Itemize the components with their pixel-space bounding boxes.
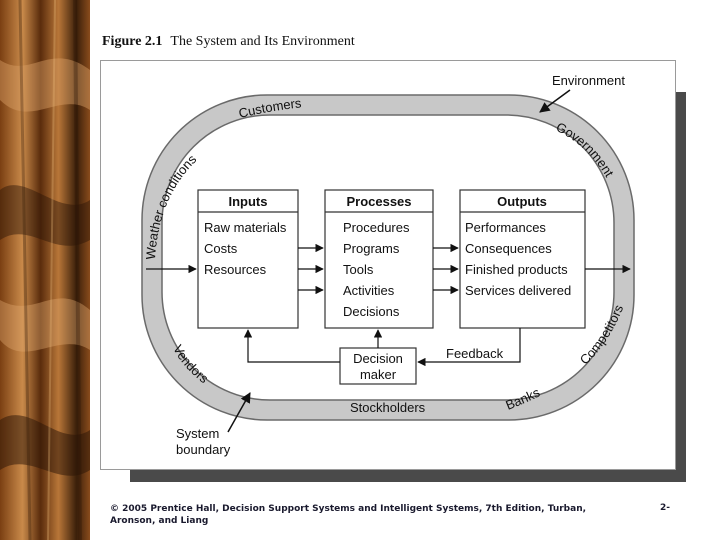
outputs-header: Outputs: [497, 194, 547, 209]
decision-maker-line1: Decision: [353, 351, 403, 366]
outputs-item: Performances: [465, 220, 546, 235]
inputs-box: [197, 189, 299, 329]
figure-number: Figure 2.1: [102, 34, 163, 49]
outputs-item: Finished products: [465, 262, 568, 277]
system-environment-diagram: Customers Weather conditions Government …: [141, 73, 635, 457]
inputs-item: Resources: [204, 262, 267, 277]
figure-title: Figure 2.1 The System and Its Environment: [102, 34, 355, 50]
wood-texture-strip: [0, 0, 90, 540]
decision-to-inputs-line: [243, 329, 340, 363]
label-feedback: Feedback: [446, 346, 504, 361]
inputs-item: Costs: [204, 241, 238, 256]
label-system-boundary-line1: System: [176, 426, 219, 441]
environment-pointer-arrow: [539, 89, 571, 113]
processes-item: Tools: [343, 262, 374, 277]
processes-item: Procedures: [343, 220, 410, 235]
label-environment: Environment: [552, 73, 625, 88]
outputs-box: [459, 189, 586, 329]
outputs-item: Consequences: [465, 241, 552, 256]
feedback-line: [417, 328, 521, 367]
processes-item: Activities: [343, 283, 395, 298]
slide-number: 2-: [660, 503, 670, 513]
processes-box: [324, 189, 434, 329]
system-boundary-pointer-arrow: [227, 392, 251, 433]
inputs-header: Inputs: [229, 194, 268, 209]
inputs-item: Raw materials: [204, 220, 287, 235]
decision-maker-box: [339, 347, 417, 385]
processes-item: Programs: [343, 241, 400, 256]
footer-credit: © 2005 Prentice Hall, Decision Support S…: [110, 504, 587, 526]
decision-maker-line2: maker: [360, 367, 397, 382]
processes-item: Decisions: [343, 304, 400, 319]
label-stockholders: Stockholders: [350, 400, 426, 415]
outputs-item: Services delivered: [465, 283, 571, 298]
figure-title-text: The System and Its Environment: [170, 34, 355, 49]
processes-header: Processes: [346, 194, 411, 209]
label-system-boundary-line2: boundary: [176, 442, 231, 457]
